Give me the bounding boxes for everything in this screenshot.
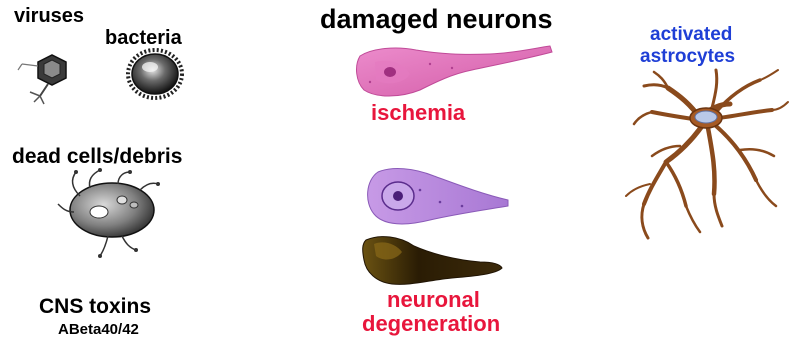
- astrocyte-image: [626, 70, 788, 238]
- ischemic-neuron-image: [357, 46, 552, 96]
- virus-icon: [18, 55, 66, 104]
- dark-neuron-image: [363, 237, 502, 285]
- dead-cell-icon: [58, 168, 160, 258]
- bacterium-icon: [128, 50, 182, 98]
- degenerating-neuron-image: [368, 169, 508, 224]
